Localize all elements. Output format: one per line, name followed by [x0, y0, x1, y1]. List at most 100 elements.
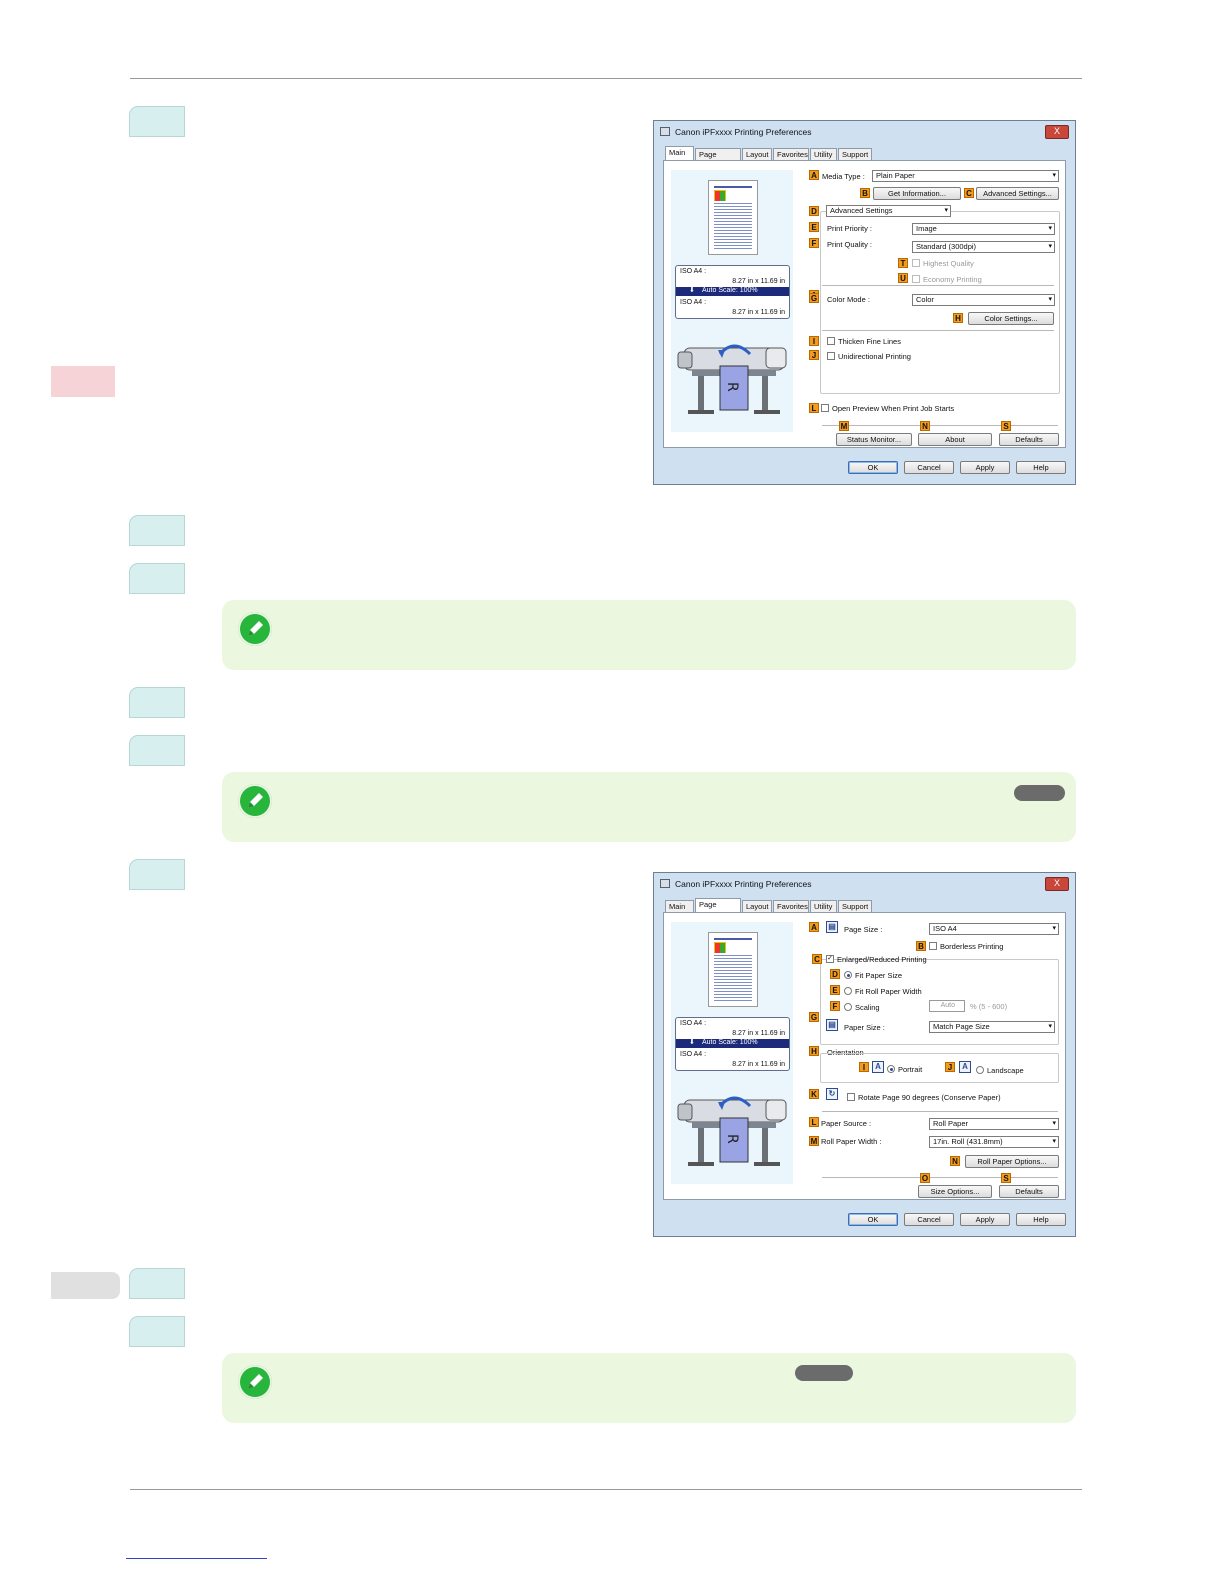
dialog-title: Canon iPFxxxx Printing Preferences	[675, 127, 812, 137]
roll-paper-options-button[interactable]: Roll Paper Options...	[965, 1155, 1059, 1168]
marker-j: J	[945, 1062, 955, 1072]
tab-page-setup[interactable]: Page Setup	[695, 148, 741, 171]
defaults-button[interactable]: Defaults	[999, 1185, 1059, 1198]
economy-printing-checkbox[interactable]	[912, 275, 920, 283]
down-arrow-icon: ⬇	[689, 287, 695, 294]
tab-favorites[interactable]: Favorites	[773, 900, 809, 912]
step-marker	[129, 735, 185, 766]
media-type-select[interactable]: Plain Paper	[872, 170, 1059, 182]
enlarge-group	[820, 959, 1059, 1045]
paper-source-select[interactable]: Roll Paper	[929, 1118, 1059, 1130]
close-button[interactable]: X	[1045, 125, 1069, 139]
tab-utility[interactable]: Utility	[810, 148, 837, 160]
down-arrow-icon: ⬇	[689, 1039, 695, 1046]
page-size-select[interactable]: ISO A4	[929, 923, 1059, 935]
print-priority-select[interactable]: Image	[912, 223, 1055, 235]
size-info-box: ISO A4 : 8.27 in x 11.69 in ⬇Auto Scale:…	[675, 1017, 790, 1071]
preview-pane: ISO A4 : 8.27 in x 11.69 in ⬇Auto Scale:…	[671, 170, 793, 432]
apply-button[interactable]: Apply	[960, 1213, 1010, 1226]
open-preview-checkbox[interactable]	[821, 404, 829, 412]
marker-n: N	[920, 421, 930, 431]
fit-paper-size-radio[interactable]	[844, 971, 852, 979]
bottom-rule	[130, 1489, 1082, 1490]
borderless-checkbox[interactable]	[929, 942, 937, 950]
apply-button[interactable]: Apply	[960, 461, 1010, 474]
about-button[interactable]: About	[918, 433, 992, 446]
size-options-button[interactable]: Size Options...	[918, 1185, 992, 1198]
marker-g: G	[809, 1012, 819, 1022]
portrait-radio[interactable]	[887, 1065, 895, 1073]
advanced-settings-button[interactable]: Advanced Settings...	[976, 187, 1059, 200]
scaling-spinner[interactable]: Auto	[929, 1000, 965, 1012]
tab-panel: ISO A4 : 8.27 in x 11.69 in ⬇Auto Scale:…	[663, 160, 1066, 448]
tab-utility[interactable]: Utility	[810, 900, 837, 912]
page-header-line	[714, 186, 752, 188]
marker-u: U	[898, 273, 908, 283]
print-quality-select[interactable]: Standard (300dpi)	[912, 241, 1055, 253]
marker-g: G	[809, 293, 819, 303]
step-marker	[129, 687, 185, 718]
roll-width-label: Roll Paper Width :	[821, 1137, 882, 1146]
media-type-label: Media Type :	[822, 172, 865, 181]
printer-illustration: R	[677, 344, 787, 414]
cancel-button[interactable]: Cancel	[904, 1213, 954, 1226]
marker-t: T	[898, 258, 908, 268]
highest-quality-checkbox[interactable]	[912, 259, 920, 267]
borderless-label: Borderless Printing	[940, 942, 1004, 951]
cancel-button[interactable]: Cancel	[904, 461, 954, 474]
marker-f: F	[830, 1001, 840, 1011]
output-size-label: ISO A4 :	[680, 1051, 707, 1058]
rotate-page-checkbox[interactable]	[847, 1093, 855, 1101]
unidirectional-checkbox[interactable]	[827, 352, 835, 360]
title-bar: Canon iPFxxxx Printing Preferences X	[654, 121, 1075, 143]
marker-c: C	[964, 188, 974, 198]
tab-layout[interactable]: Layout	[742, 900, 772, 912]
tab-support[interactable]: Support	[838, 148, 872, 160]
separator	[822, 1177, 1058, 1178]
step-marker	[129, 859, 185, 890]
advanced-settings-select[interactable]: Advanced Settings	[826, 205, 951, 217]
marker-i: I	[809, 336, 819, 346]
fit-roll-width-radio[interactable]	[844, 987, 852, 995]
footer-link-underline[interactable]	[126, 1558, 267, 1559]
print-priority-label: Print Priority :	[827, 224, 873, 233]
unidirectional-label: Unidirectional Printing	[838, 352, 911, 361]
open-preview-label: Open Preview When Print Job Starts	[832, 404, 955, 413]
scaling-radio[interactable]	[844, 1003, 852, 1011]
rotate-page-label: Rotate Page 90 degrees (Conserve Paper)	[858, 1093, 1001, 1102]
reference-link-pill[interactable]	[795, 1365, 853, 1381]
close-button[interactable]: X	[1045, 877, 1069, 891]
dialog-title: Canon iPFxxxx Printing Preferences	[675, 879, 812, 889]
separator	[822, 1111, 1058, 1112]
paper-size-select[interactable]: Match Page Size	[929, 1021, 1055, 1033]
help-button[interactable]: Help	[1016, 1213, 1066, 1226]
tab-support[interactable]: Support	[838, 900, 872, 912]
enlarged-reduced-checkbox[interactable]: ✓	[826, 955, 834, 963]
landscape-radio[interactable]	[976, 1066, 984, 1074]
marker-d: D	[809, 206, 819, 216]
get-information-button[interactable]: Get Information...	[873, 187, 961, 200]
tab-main[interactable]: Main	[665, 146, 694, 161]
tab-main[interactable]: Main	[665, 900, 694, 912]
marker-b: B	[916, 941, 926, 951]
roll-width-select[interactable]: 17in. Roll (431.8mm)	[929, 1136, 1059, 1148]
thicken-lines-checkbox[interactable]	[827, 337, 835, 345]
marker-e: E	[830, 985, 840, 995]
ok-button[interactable]: OK	[848, 1213, 898, 1226]
status-monitor-button[interactable]: Status Monitor...	[836, 433, 912, 446]
tab-page-setup[interactable]: Page Setup	[695, 898, 741, 921]
color-mode-select[interactable]: Color	[912, 294, 1055, 306]
color-settings-button[interactable]: Color Settings...	[968, 312, 1054, 325]
help-button[interactable]: Help	[1016, 461, 1066, 474]
tab-favorites[interactable]: Favorites	[773, 148, 809, 160]
ok-button[interactable]: OK	[848, 461, 898, 474]
scaling-range-label: % (5 - 600)	[970, 1002, 1008, 1011]
landscape-label: Landscape	[987, 1066, 1024, 1075]
tab-panel: ISO A4 : 8.27 in x 11.69 in ⬇Auto Scale:…	[663, 912, 1066, 1200]
reference-link-pill[interactable]	[1014, 785, 1065, 801]
orientation-label: Orientation	[827, 1048, 864, 1057]
marker-l: L	[809, 1117, 819, 1127]
svg-text:R: R	[724, 1134, 740, 1144]
tab-layout[interactable]: Layout	[742, 148, 772, 160]
defaults-button[interactable]: Defaults	[999, 433, 1059, 446]
